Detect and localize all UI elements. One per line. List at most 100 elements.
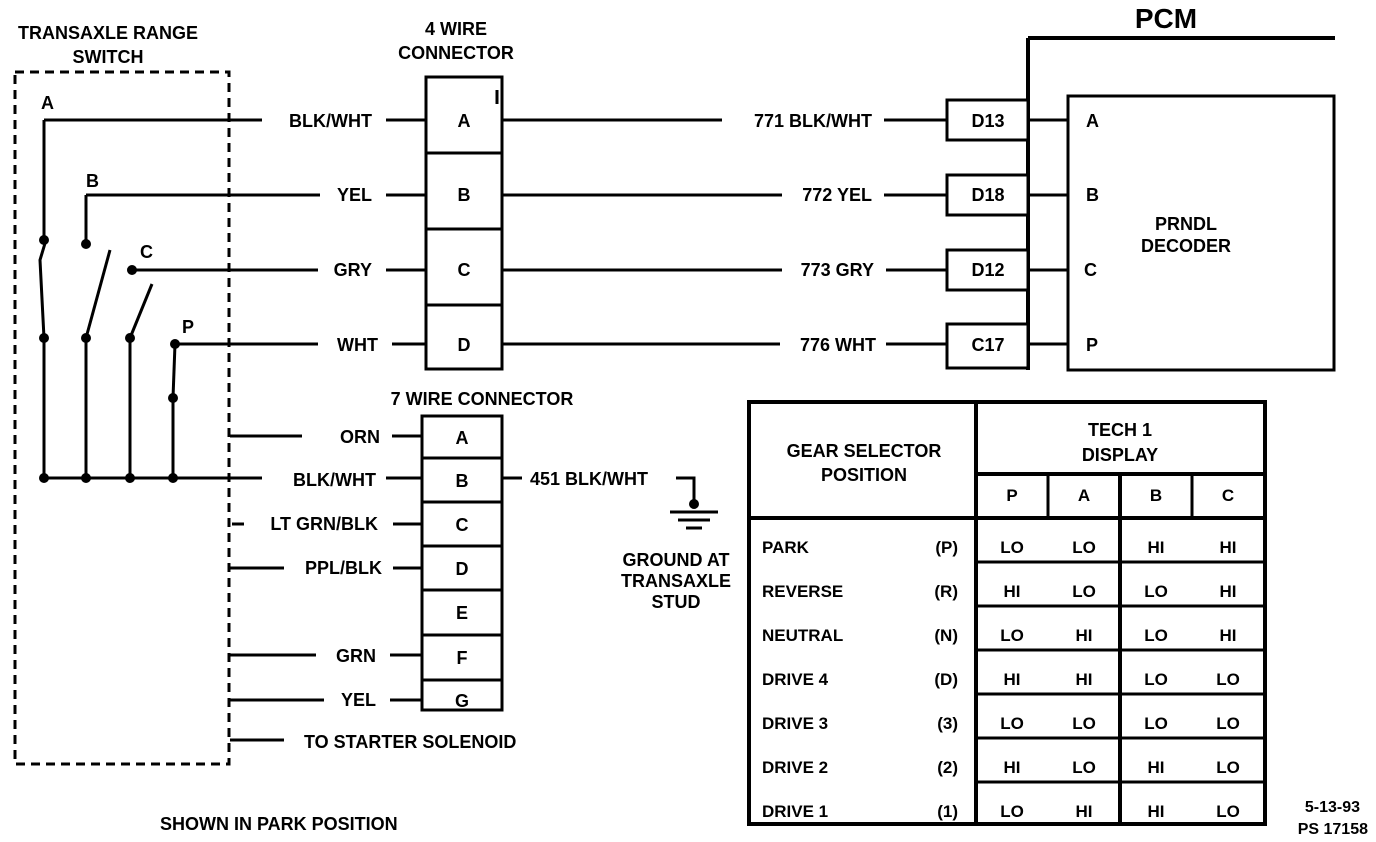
gear-position-code: (R) [934, 582, 958, 601]
table-header-right-line2: DISPLAY [1082, 445, 1158, 465]
table-header-left-line2: POSITION [821, 465, 907, 485]
display-cell-b: LO [1144, 582, 1168, 601]
contact-b-fixed [81, 239, 91, 249]
gear-position-label: REVERSE [762, 582, 843, 601]
display-cell-b: LO [1144, 714, 1168, 733]
seven-wire-connector: 7 WIRE CONNECTOR A B C D E F G ORN BLK/W… [230, 389, 731, 752]
display-cell-c: HI [1220, 538, 1237, 557]
circuit-771: 771 BLK/WHT [754, 111, 872, 131]
bus-node-4 [168, 473, 178, 483]
connector4-body [424, 75, 504, 371]
c7-wire-orn: ORN [340, 427, 380, 447]
ground-terminal [689, 499, 699, 509]
c7-pin-c: C [456, 515, 469, 535]
circuit-772: 772 YEL [802, 185, 872, 205]
decoder-input-p: P [1086, 335, 1098, 355]
c7-pin-f: F [457, 648, 468, 668]
gear-position-code: (D) [934, 670, 958, 689]
prndl-decoder-box [1066, 94, 1336, 372]
c4-pin-d: D [458, 335, 471, 355]
gear-position-code: (1) [937, 802, 958, 821]
contact-b-blade [84, 249, 112, 339]
pcm-pin-d12 [945, 248, 1030, 292]
connector4-title-line1: 4 WIRE [425, 19, 487, 39]
decoder-input-a: A [1086, 111, 1099, 131]
display-cell-a: HI [1076, 626, 1093, 645]
c4-pin-a: A [458, 111, 471, 131]
display-cell-p: LO [1000, 802, 1024, 821]
pcm-pin-d12-label: D12 [971, 260, 1004, 280]
four-wire-connector: 4 WIRE CONNECTOR BLK/WHT YEL GRY WHT A B… [230, 19, 947, 371]
display-cell-p: LO [1000, 714, 1024, 733]
display-cell-a: LO [1072, 582, 1096, 601]
transaxle-range-switch: TRANSAXLE RANGE SWITCH A B C P [13, 23, 398, 834]
contact-c-fixed [127, 265, 137, 275]
c7-pin-a: A [456, 428, 469, 448]
table-header-right-line1: TECH 1 [1088, 420, 1152, 440]
decoder-input-c: C [1084, 260, 1097, 280]
ground-label-line3: STUD [652, 592, 701, 612]
pcm-pin-c17 [945, 322, 1030, 370]
gear-position-label: DRIVE 4 [762, 670, 829, 689]
switch-terminal-b-label: B [86, 171, 99, 191]
circuit-776: 776 WHT [800, 335, 876, 355]
pcm-pin-d13 [945, 98, 1030, 142]
switch-title-line2: SWITCH [73, 47, 144, 67]
table-minor-rules [976, 474, 1265, 784]
table-frame [747, 400, 1267, 826]
gear-position-label: NEUTRAL [762, 626, 843, 645]
table-main-rules [749, 402, 1265, 824]
table-header-left-line1: GEAR SELECTOR [787, 441, 942, 461]
circuit-773: 773 GRY [801, 260, 874, 280]
decoder-input-b: B [1086, 185, 1099, 205]
c7-wire-lt-grn-blk: LT GRN/BLK [270, 514, 378, 534]
decoder-inputs [1028, 118, 1068, 346]
pcm-pin-c17-label: C17 [971, 335, 1004, 355]
starter-solenoid-label: TO STARTER SOLENOID [304, 732, 516, 752]
connector7-title: 7 WIRE CONNECTOR [391, 389, 574, 409]
display-cell-b: LO [1144, 626, 1168, 645]
display-cell-a: LO [1072, 538, 1096, 557]
switch-bus-drops [42, 338, 175, 478]
gear-position-label: DRIVE 2 [762, 758, 828, 777]
display-cell-b: LO [1144, 670, 1168, 689]
bus-node-3 [125, 473, 135, 483]
display-cell-p: HI [1004, 758, 1021, 777]
display-cell-c: HI [1220, 626, 1237, 645]
display-cell-p: LO [1000, 538, 1024, 557]
circuit-451: 451 BLK/WHT [530, 469, 648, 489]
gear-position-code: (3) [937, 714, 958, 733]
display-cell-c: LO [1216, 714, 1240, 733]
display-cell-p: HI [1004, 670, 1021, 689]
display-cell-a: HI [1076, 802, 1093, 821]
display-cell-b: HI [1148, 758, 1165, 777]
display-cell-a: LO [1072, 714, 1096, 733]
c4-wire-in-b: YEL [337, 185, 372, 205]
c4-pin-b: B [458, 185, 471, 205]
ground-symbol-icon [670, 510, 718, 530]
gear-position-code: (2) [937, 758, 958, 777]
gear-position-label: DRIVE 1 [762, 802, 828, 821]
display-cell-a: HI [1076, 670, 1093, 689]
switch-housing [13, 70, 231, 766]
c7-pin-d: D [456, 559, 469, 579]
display-cell-b: HI [1148, 802, 1165, 821]
switch-terminal-c-label: C [140, 242, 153, 262]
ground-label-line2: TRANSAXLE [621, 571, 731, 591]
c7-wire-yel: YEL [341, 690, 376, 710]
park-position-note: SHOWN IN PARK POSITION [160, 814, 398, 834]
c7-wires [230, 434, 422, 742]
c7-pin-b: B [456, 471, 469, 491]
c4-circuit-wires [502, 118, 947, 346]
footer-date: 5-13-93 [1305, 799, 1360, 816]
switch-title-line1: TRANSAXLE RANGE [18, 23, 198, 43]
decoder-title-line1: PRNDL [1155, 214, 1217, 234]
display-cell-c: LO [1216, 802, 1240, 821]
table-col-b: B [1150, 486, 1162, 505]
